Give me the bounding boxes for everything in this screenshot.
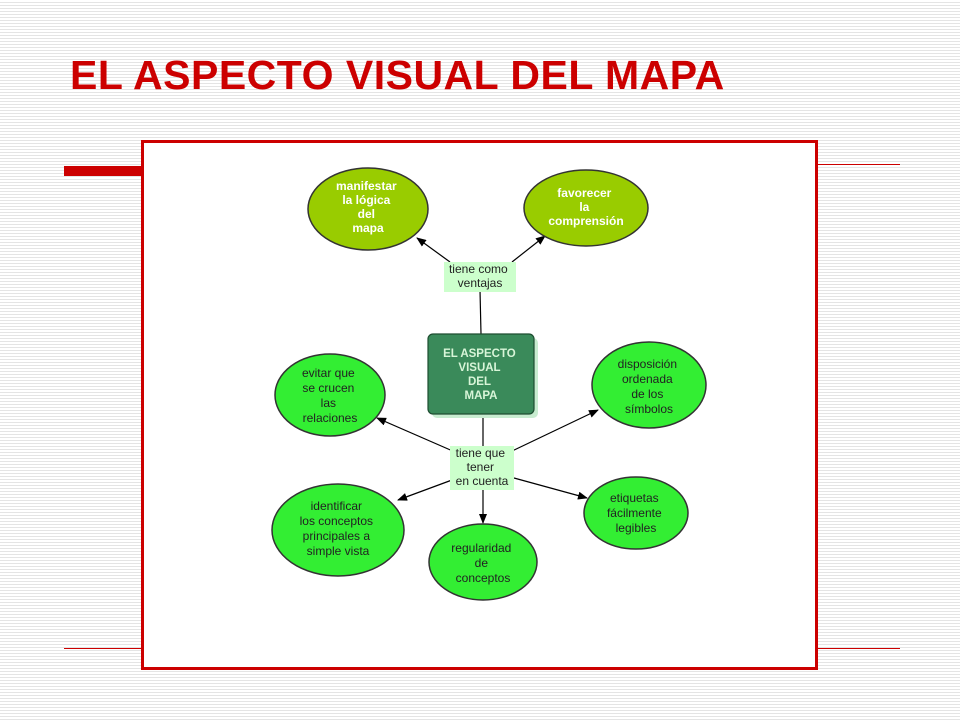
title-accent-bar (64, 166, 144, 176)
slide-title: EL ASPECTO VISUAL DEL MAPA (70, 52, 725, 98)
node-etiquetas: etiquetas fácilmente legibles (583, 476, 689, 550)
node-identificar: identificar los conceptos principales a … (271, 483, 405, 577)
node-evitar: evitar que se crucen las relaciones (274, 353, 386, 437)
arrow-to-etiquetas (513, 477, 588, 500)
arrow-to-disposicion (509, 409, 599, 453)
arrow-to-manifestar (416, 237, 451, 263)
node-disposicion: disposición ordenada de los símbolos (591, 341, 707, 429)
svg-text:identificar los concepto: identificar los conceptos principales a … (300, 499, 377, 558)
divider-rule-bottom-left (64, 648, 142, 649)
svg-text:etiquetas fácilmente: etiquetas fácilmente legibles (607, 491, 665, 535)
link-label-considerations: tiene que tener en cuenta (450, 446, 514, 490)
divider-rule-bottom-right (818, 648, 900, 649)
svg-text:manifestar la lógica: manifestar la lógica del mapa (336, 179, 400, 235)
center-node: EL ASPECTO VISUAL DEL MAPA (427, 333, 538, 418)
connector-center-to-advantages-label (479, 289, 482, 335)
arrow-to-favorecer (511, 235, 546, 263)
svg-text:tiene como ventajas: tiene como ventajas (449, 262, 511, 290)
svg-text:EL ASPECTO VISUAL: EL ASPECTO VISUAL DEL MAPA (443, 348, 519, 402)
node-favorecer: favorecer la comprensión (523, 169, 649, 247)
svg-text:evitar que se crucen: evitar que se crucen las relaciones (302, 366, 358, 425)
svg-text:regularidad de con: regularidad de conceptos (451, 541, 514, 585)
link-label-advantages: tiene como ventajas (444, 262, 516, 292)
arrow-to-identificar (397, 479, 453, 501)
node-regularidad: regularidad de conceptos (428, 523, 538, 601)
divider-rule-top (818, 164, 900, 165)
svg-text:favorecer la compr: favorecer la comprensión (548, 186, 623, 228)
svg-text:tiene que tener en: tiene que tener en cuenta (456, 446, 509, 488)
node-manifestar: manifestar la lógica del mapa (307, 167, 429, 251)
arrow-to-evitar (376, 417, 456, 453)
svg-text:disposición ordenada: disposición ordenada de los símbolos (618, 357, 681, 416)
